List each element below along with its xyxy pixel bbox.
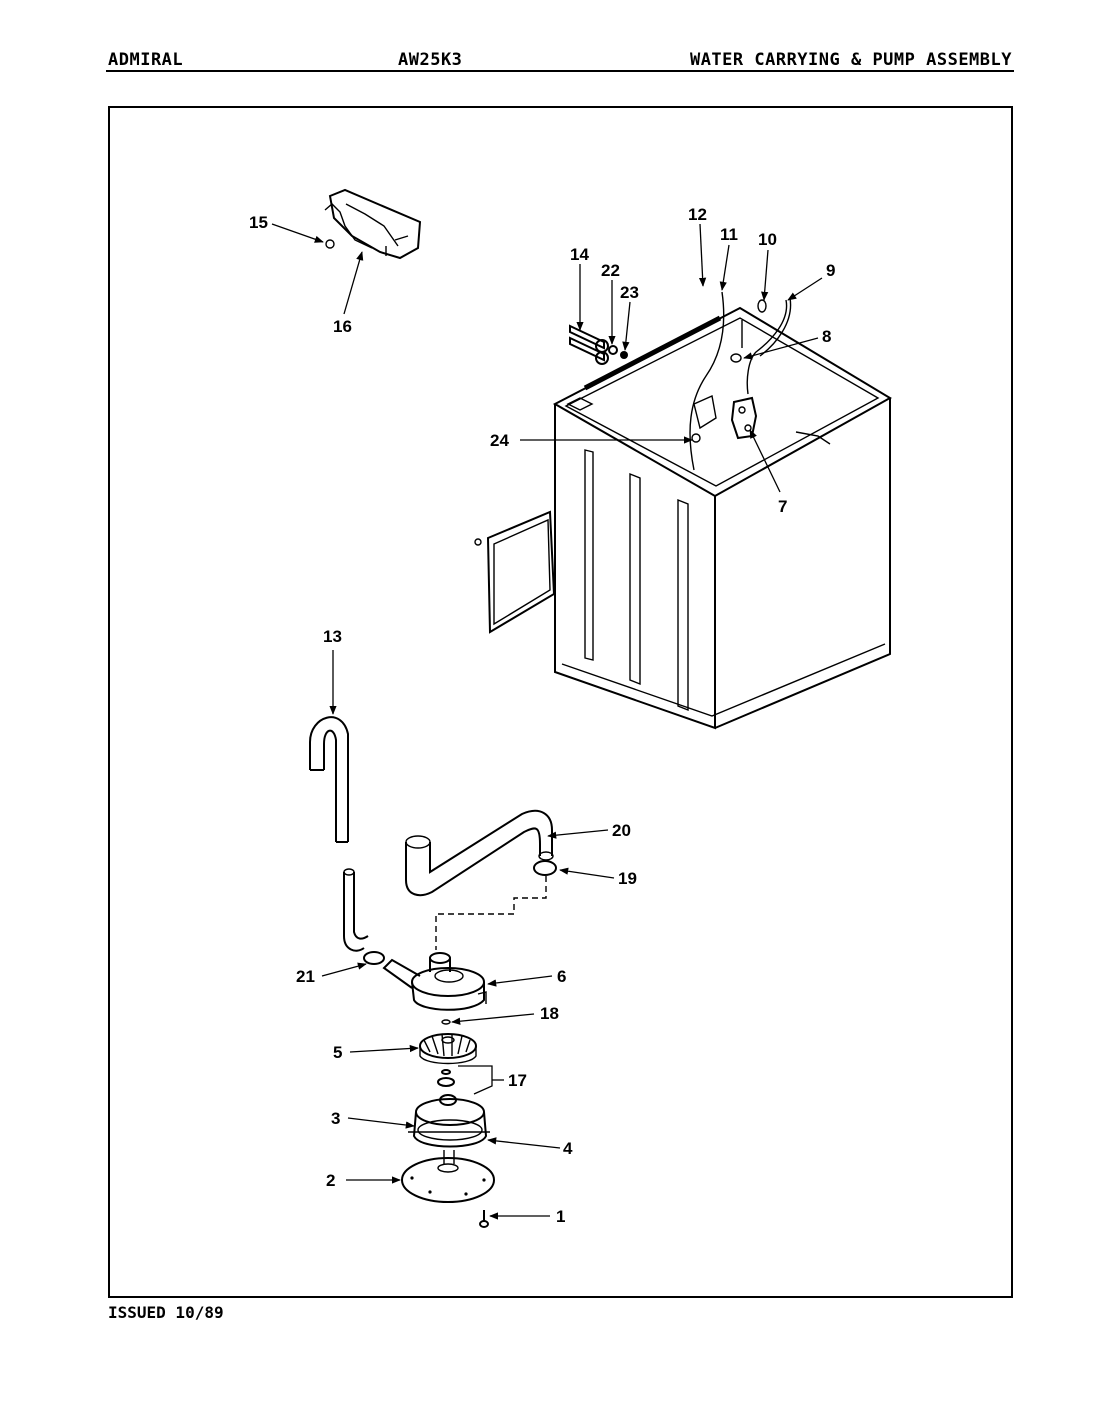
pump-housing-part-3 <box>408 1094 490 1148</box>
callout-11: 11 <box>720 225 738 244</box>
callout-19: 19 <box>618 869 637 888</box>
callout-20: 20 <box>612 821 631 840</box>
header-brand: ADMIRAL <box>108 50 184 70</box>
callout-9: 9 <box>826 261 835 280</box>
header-model: AW25K3 <box>398 50 463 70</box>
pump-part-6 <box>382 952 487 1011</box>
callout-16: 16 <box>333 317 352 336</box>
callout-8: 8 <box>822 327 831 346</box>
callout-3: 3 <box>331 1109 340 1128</box>
leader-lines <box>271 223 823 1220</box>
callout-12: 12 <box>688 205 707 224</box>
callout-22: 22 <box>601 261 620 280</box>
callout-18: 18 <box>540 1004 559 1023</box>
callout-7: 7 <box>778 497 787 516</box>
diagram-frame <box>108 106 1013 1298</box>
impeller-part-5 <box>419 1019 477 1065</box>
callout-5: 5 <box>333 1043 342 1062</box>
issued-date: ISSUED 10/89 <box>108 1303 224 1322</box>
callout-4: 4 <box>563 1139 573 1158</box>
screw-part-1 <box>479 1210 489 1228</box>
hose-part-13 <box>309 716 385 965</box>
plate-part-2 <box>401 1150 495 1203</box>
callout-15: 15 <box>249 213 268 232</box>
header-title: WATER CARRYING & PUMP ASSEMBLY <box>689 50 1012 70</box>
callout-1: 1 <box>556 1207 565 1226</box>
callout-labels: 15 16 14 22 23 12 11 10 9 8 7 24 13 20 1… <box>249 205 835 1226</box>
callout-6: 6 <box>557 967 566 986</box>
hose-part-20 <box>405 809 557 950</box>
callout-2: 2 <box>326 1171 335 1190</box>
screws-part-14 <box>569 324 628 365</box>
callout-21: 21 <box>296 967 315 986</box>
access-panel <box>474 510 556 634</box>
callout-10: 10 <box>758 230 777 249</box>
header-rule <box>106 70 1014 72</box>
callout-24: 24 <box>490 431 509 450</box>
callout-17: 17 <box>508 1071 527 1090</box>
seal-parts-17 <box>437 1069 455 1087</box>
callout-23: 23 <box>620 283 639 302</box>
bracket-part-16 <box>324 188 422 260</box>
callout-14: 14 <box>570 245 589 264</box>
callout-13: 13 <box>323 627 342 646</box>
cabinet <box>552 291 892 730</box>
